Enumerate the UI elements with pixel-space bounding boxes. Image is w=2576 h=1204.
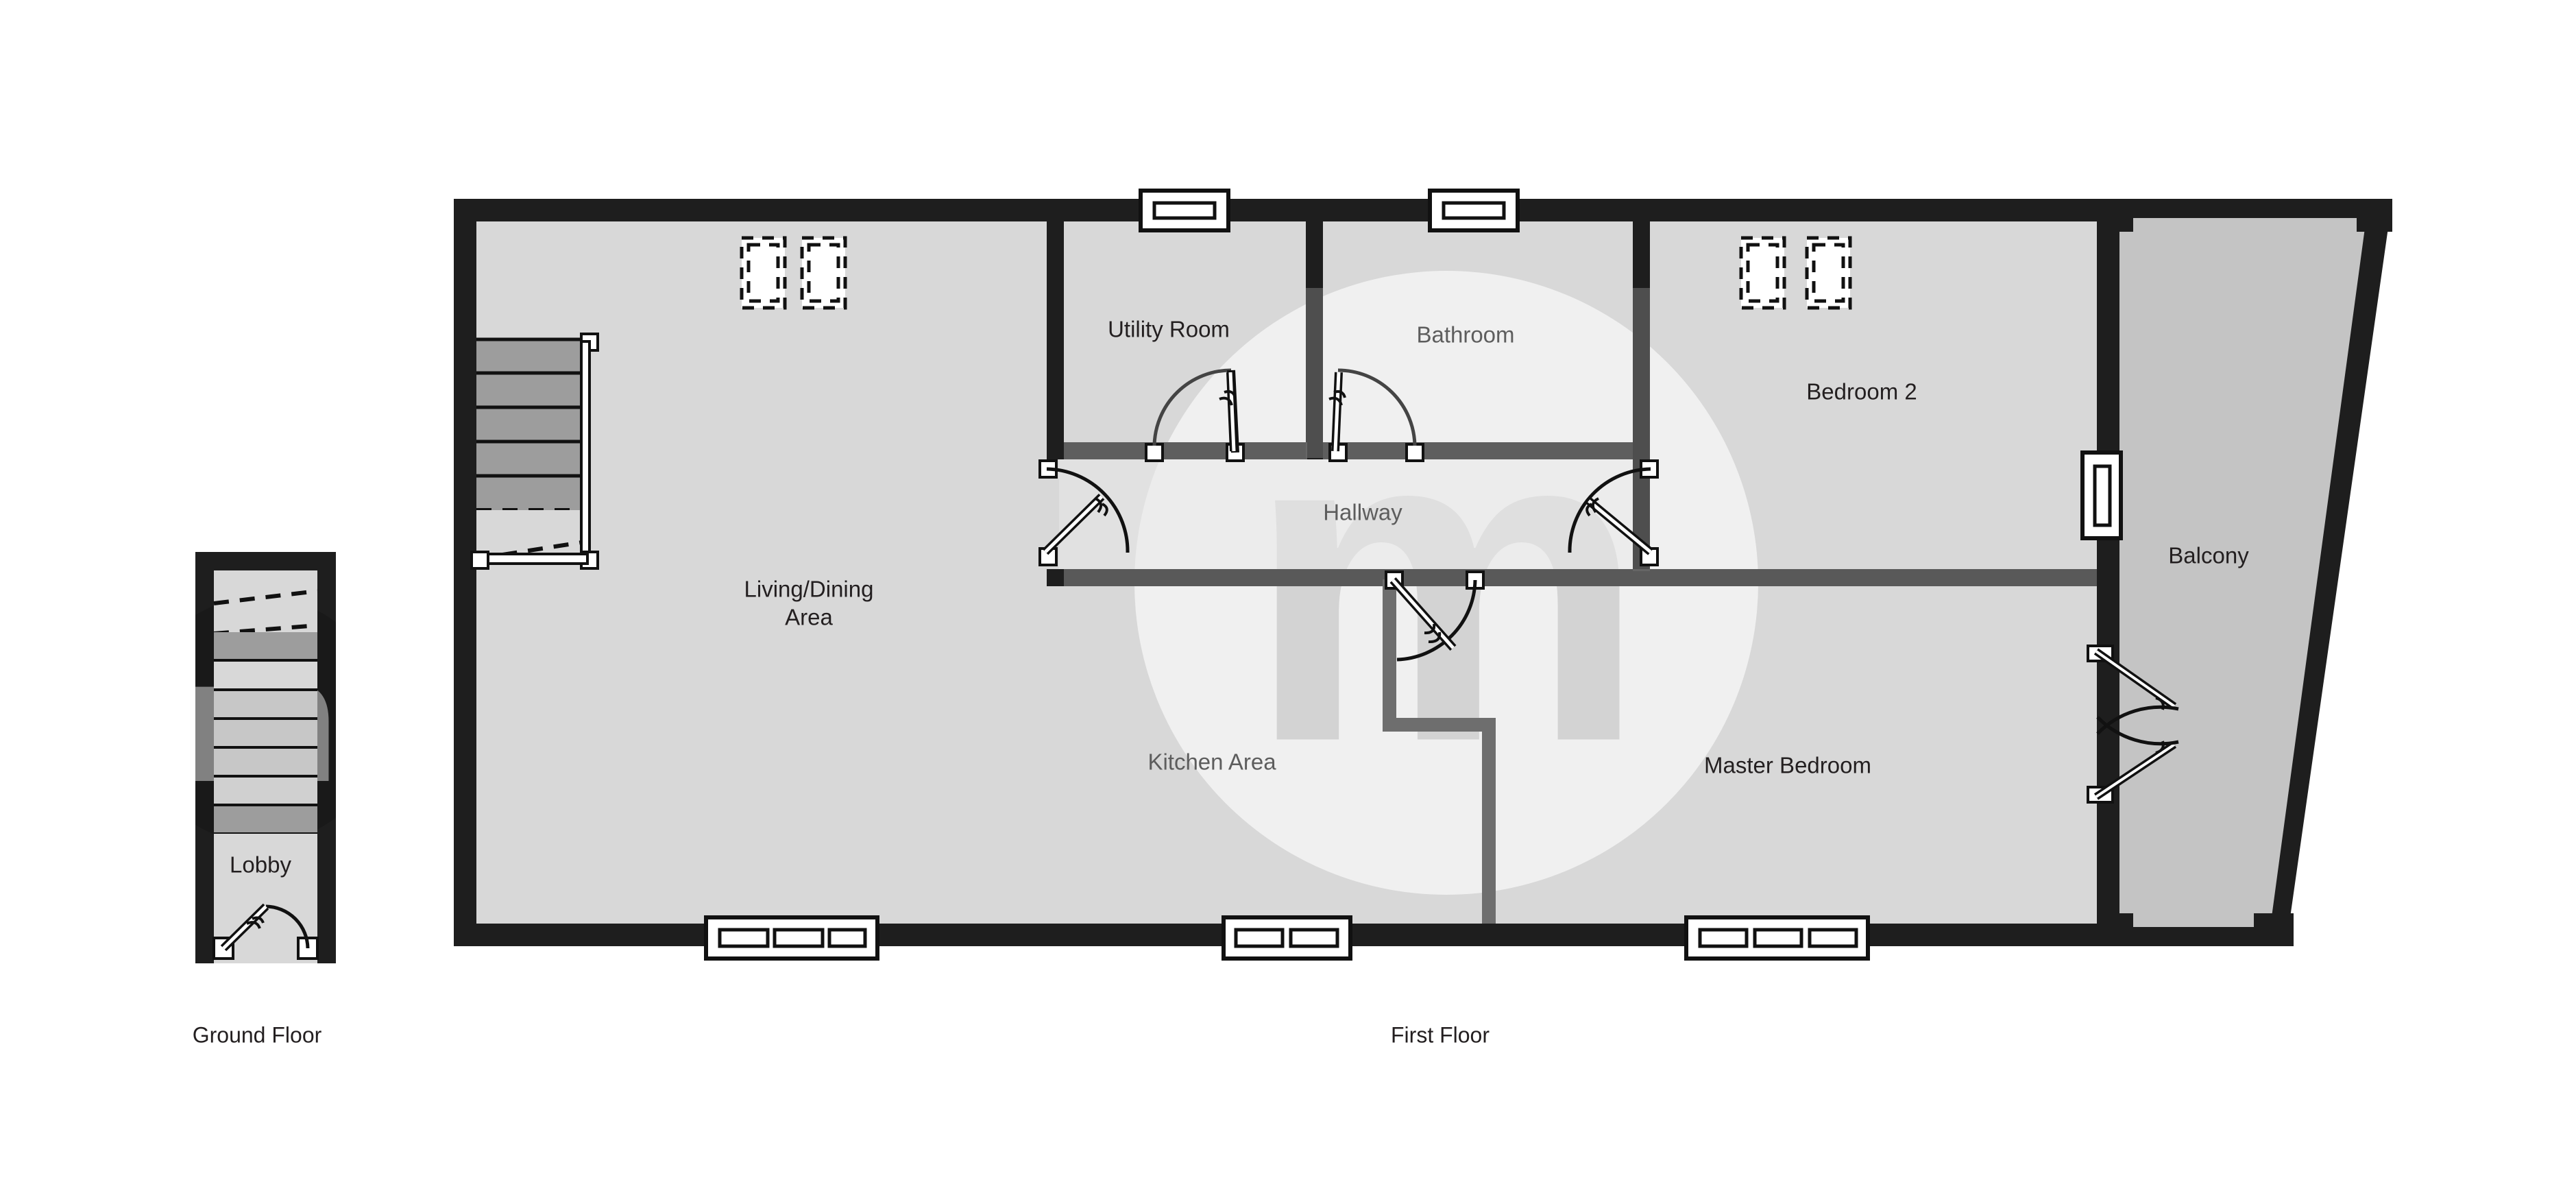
wall-kitchen-master xyxy=(1482,718,1496,924)
room-label-hallway: Hallway xyxy=(1323,500,1402,525)
wall-kitchen-upper xyxy=(1383,579,1396,730)
window-kitchen-bottom xyxy=(1222,915,1352,961)
room-label-master-bedroom: Master Bedroom xyxy=(1704,753,1871,778)
gf-entrance-door xyxy=(212,903,319,960)
room-label-utility-room: Utility Room xyxy=(1108,317,1230,342)
first-floor-caption: First Floor xyxy=(1391,1022,1490,1047)
gf-room-label-lobby: Lobby xyxy=(230,852,291,878)
door-bathroom xyxy=(1328,368,1424,462)
window-bedroom2-side xyxy=(2080,450,2123,540)
wall-utility-left xyxy=(1047,221,1064,458)
window-master-bottom xyxy=(1684,915,1870,961)
window-living-bottom xyxy=(704,915,879,961)
living-closets xyxy=(740,236,847,310)
ff-room-tints xyxy=(1059,456,1645,579)
balcony-block: Balcony xyxy=(2098,199,2392,946)
door-hallway-kitchen xyxy=(1385,570,1485,662)
ground-floor-plan: m xyxy=(193,552,336,1047)
room-label-balcony: Balcony xyxy=(2168,543,2249,568)
window-utility-top xyxy=(1139,189,1230,232)
door-master-balcony xyxy=(2087,645,2179,804)
door-utility-room xyxy=(1145,368,1245,462)
ground-floor-caption: Ground Floor xyxy=(193,1022,322,1047)
room-label-bedroom-2: Bedroom 2 xyxy=(1806,379,1917,405)
ff-staircase xyxy=(470,333,599,570)
room-label-living-dining-line2: Area xyxy=(785,605,833,630)
room-label-kitchen-area: Kitchen Area xyxy=(1147,749,1276,775)
wall-kitchen-jog xyxy=(1383,718,1496,732)
room-label-bathroom: Bathroom xyxy=(1416,322,1514,348)
door-living-hallway xyxy=(1038,459,1130,566)
gf-staircase xyxy=(213,570,318,835)
bedroom2-closets xyxy=(1739,236,1852,310)
balcony-floor-fill xyxy=(2117,218,2366,927)
first-floor-plan: Balcony m xyxy=(454,189,2392,1047)
door-hallway-bedroom2 xyxy=(1568,459,1659,566)
window-bathroom-top xyxy=(1428,189,1520,232)
ff-internal-walls xyxy=(1047,221,2097,924)
room-label-living-dining-line1: Living/Dining xyxy=(744,577,874,602)
